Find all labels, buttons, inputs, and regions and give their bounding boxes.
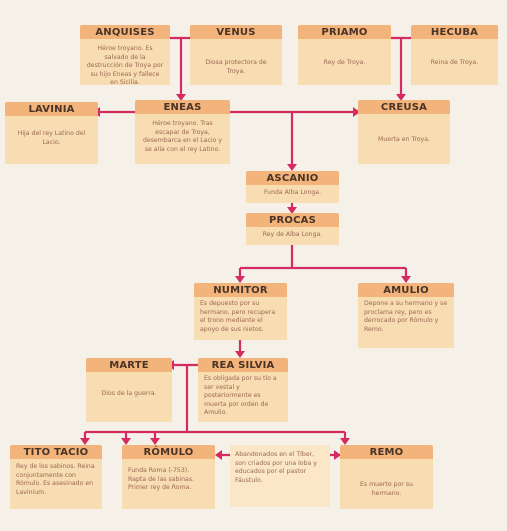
node-amulio-name: AMULIO xyxy=(358,283,454,299)
node-procas-text: Rey de Alba Longa. xyxy=(246,227,339,245)
node-rea-silvia: REA SILVIA Es obligada por su tío a ser … xyxy=(198,358,288,422)
node-anquises: ANQUISES Héroe troyano. Es salvado de la… xyxy=(80,25,170,85)
node-creusa-text: Muerta en Troya. xyxy=(358,114,450,164)
node-marte: MARTE Dios de la guerra. xyxy=(86,358,172,422)
node-venus-text: Diosa protectora de Troya. xyxy=(190,39,282,85)
node-amulio: AMULIO Depone a su hermano y se proclama… xyxy=(358,283,454,348)
node-amulio-text: Depone a su hermano y se proclama rey, p… xyxy=(358,297,454,348)
twins-note: Abandonados en el Tíber, son criados por… xyxy=(230,445,330,507)
node-hecuba: HECUBA Reina de Troya. xyxy=(411,25,498,85)
node-marte-text: Dios de la guerra. xyxy=(86,372,172,422)
node-eneas-text: Héroe troyano. Tras escapar de Troya, de… xyxy=(135,114,230,164)
arrow-rea xyxy=(235,351,245,358)
node-priamo: PRIAMO Rey de Troya. xyxy=(298,25,391,85)
arrow-eneas xyxy=(176,94,186,101)
node-lavinia: LAVINIA Hija del rey Latino del Lacio. xyxy=(5,102,98,164)
node-marte-name: MARTE xyxy=(86,358,172,374)
node-priamo-name: PRIAMO xyxy=(298,25,391,41)
node-procas: PROCAS Rey de Alba Longa. xyxy=(246,213,339,245)
node-romulo-name: RÓMULO xyxy=(122,445,215,461)
node-tito-tacio: TITO TACIO Rey de los sabinos. Reina con… xyxy=(10,445,102,509)
node-romulo: RÓMULO Funda Roma (-753). Rapta de las s… xyxy=(122,445,215,509)
node-rea-silvia-name: REA SILVIA xyxy=(198,358,288,374)
node-lavinia-name: LAVINIA xyxy=(5,102,98,118)
node-tito-tacio-text: Rey de los sabinos. Reina conjuntamente … xyxy=(10,459,102,509)
node-hecuba-text: Reina de Troya. xyxy=(411,39,498,85)
node-rea-silvia-text: Es obligada por su tío a ser vestal y po… xyxy=(198,372,288,422)
arrow-amulio xyxy=(401,276,411,283)
arrow-romulo-side xyxy=(215,450,222,460)
node-eneas-name: ENEAS xyxy=(135,100,230,116)
arrow-tito xyxy=(80,438,90,445)
arrow-procas xyxy=(287,207,297,214)
node-procas-name: PROCAS xyxy=(246,213,339,229)
node-remo-name: REMO xyxy=(340,445,433,461)
arrow-romulo-2 xyxy=(150,438,160,445)
node-hecuba-name: HECUBA xyxy=(411,25,498,41)
arrow-creusa-side xyxy=(353,107,360,117)
node-eneas: ENEAS Héroe troyano. Tras escapar de Tro… xyxy=(135,100,230,164)
node-anquises-name: ANQUISES xyxy=(80,25,170,41)
node-numitor: NUMITOR Es depuesto por su hermano, pero… xyxy=(194,283,287,340)
node-romulo-text: Funda Roma (-753). Rapta de las sabinas.… xyxy=(122,459,215,509)
node-tito-tacio-name: TITO TACIO xyxy=(10,445,102,461)
node-venus-name: VENUS xyxy=(190,25,282,41)
node-anquises-text: Héroe troyano. Es salvado de la destrucc… xyxy=(80,39,170,85)
node-venus: VENUS Diosa protectora de Troya. xyxy=(190,25,282,85)
node-lavinia-text: Hija del rey Latino del Lacio. xyxy=(5,116,98,164)
arrow-remo xyxy=(340,438,350,445)
arrow-ascanio xyxy=(287,164,297,171)
node-remo-text: Es muerto por su hermano. xyxy=(340,459,433,509)
node-ascanio: ASCANIO Funda Alba Longa. xyxy=(246,171,339,203)
node-remo: REMO Es muerto por su hermano. xyxy=(340,445,433,509)
arrow-romulo-1 xyxy=(121,438,131,445)
node-priamo-text: Rey de Troya. xyxy=(298,39,391,85)
arrow-numitor xyxy=(235,276,245,283)
node-numitor-text: Es depuesto por su hermano, pero recuper… xyxy=(194,297,287,340)
node-ascanio-text: Funda Alba Longa. xyxy=(246,185,339,203)
arrow-creusa xyxy=(396,94,406,101)
node-creusa: CREUSA Muerta en Troya. xyxy=(358,100,450,164)
node-ascanio-name: ASCANIO xyxy=(246,171,339,187)
arrow-remo-side xyxy=(334,450,341,460)
node-creusa-name: CREUSA xyxy=(358,100,450,116)
node-numitor-name: NUMITOR xyxy=(194,283,287,299)
